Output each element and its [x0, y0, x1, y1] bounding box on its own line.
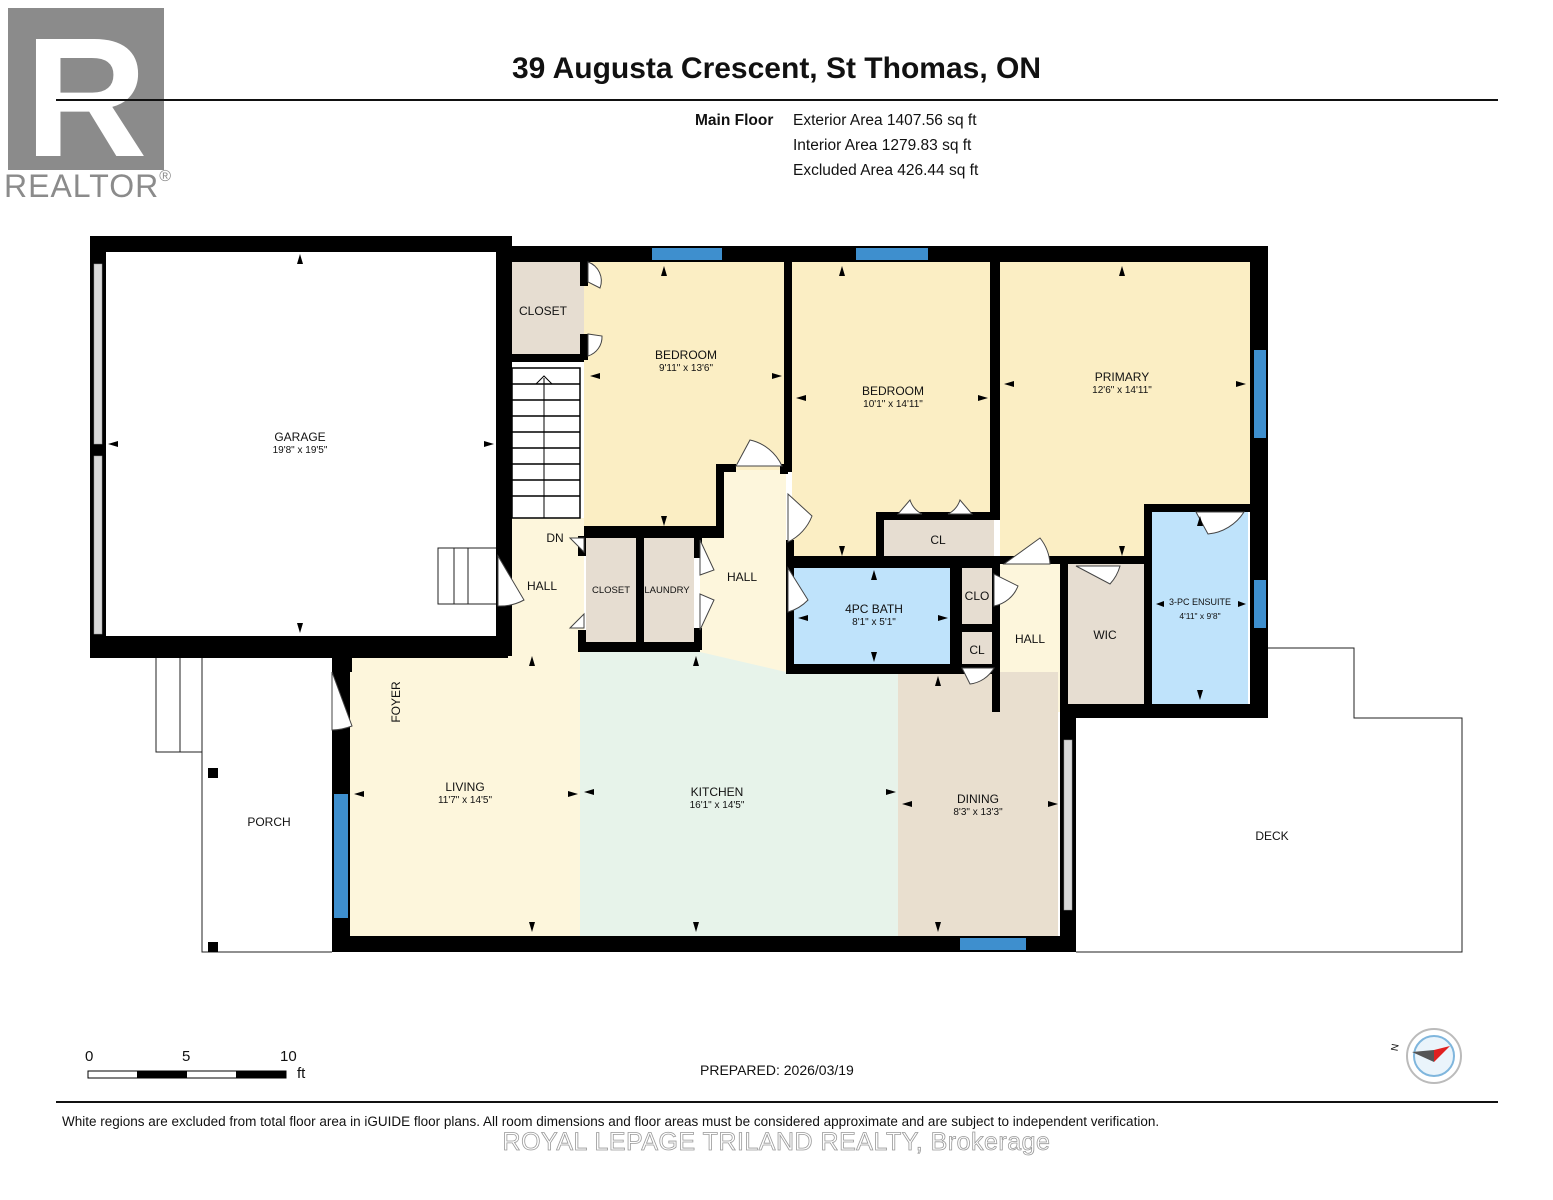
room-clo: CLO	[964, 589, 990, 603]
realtor-wordmark: REALTOR®	[4, 168, 172, 204]
room-cl-1: CL	[930, 533, 946, 547]
footer-disclaimer: White regions are excluded from total fl…	[62, 1114, 1160, 1129]
laundry-fill	[642, 538, 694, 644]
scale-label-5: 5	[182, 1048, 191, 1065]
prepared-date: PREPARED: 2026/03/19	[700, 1062, 854, 1078]
excluded-area: Excluded Area 426.44 sq ft	[793, 162, 979, 179]
room-closet-2: CLOSET	[591, 585, 631, 596]
windows	[334, 248, 1266, 950]
dimension-arrows	[108, 254, 1246, 932]
stairs	[511, 367, 581, 519]
hall1-fill	[506, 518, 584, 658]
compass-icon	[1406, 1028, 1462, 1084]
closet2-fill	[586, 538, 636, 644]
room-hall-2: HALL	[726, 570, 758, 584]
hall2-fill	[700, 470, 786, 672]
interior-area: Interior Area 1279.83 sq ft	[793, 137, 972, 154]
realtor-logo-mark: R	[8, 3, 164, 193]
room-hall-3: HALL	[1014, 632, 1046, 646]
kitchen-fill	[580, 652, 898, 936]
exterior-area: Exterior Area 1407.56 sq ft	[793, 112, 977, 129]
room-wic: WIC	[1093, 628, 1117, 642]
floor-label: Main Floor	[695, 112, 774, 129]
wic-fill	[1068, 564, 1144, 704]
room-closet-top: CLOSET	[518, 304, 568, 318]
closet-top-fill	[506, 262, 584, 358]
scale-bar	[87, 1070, 287, 1079]
room-laundry: LAUNDRY	[644, 585, 690, 596]
realtor-logo: R	[8, 3, 164, 193]
realtor-logo-letter: R	[25, 8, 148, 170]
ensuite-fill	[1152, 512, 1248, 704]
scale-label-0: 0	[85, 1048, 94, 1065]
scale-unit: ft	[297, 1065, 306, 1082]
garage-fill	[102, 251, 498, 635]
label-dn: DN	[546, 531, 564, 545]
brokerage-watermark: ROYAL LEPAGE TRILAND REALTY, Brokerage	[502, 1128, 1051, 1157]
doors	[331, 261, 1245, 731]
bath-fill	[794, 568, 952, 666]
page-title: 39 Augusta Crescent, St Thomas, ON	[511, 52, 1041, 85]
cl2-fill	[962, 632, 994, 668]
bedroom1-fill	[584, 262, 786, 530]
room-hall-1: HALL	[526, 579, 558, 593]
scale-label-10: 10	[280, 1048, 297, 1065]
room-foyer: FOYER	[389, 681, 403, 723]
room-deck: DECK	[1255, 829, 1289, 843]
cl1-fill	[882, 518, 994, 558]
primary-fill	[1000, 262, 1250, 558]
room-porch: PORCH	[247, 815, 291, 829]
dining-fill	[898, 672, 1058, 936]
room-cl-2: CL	[969, 643, 985, 657]
clo-fill	[962, 566, 994, 626]
living-fill	[350, 652, 580, 936]
header-rule	[56, 99, 1498, 101]
